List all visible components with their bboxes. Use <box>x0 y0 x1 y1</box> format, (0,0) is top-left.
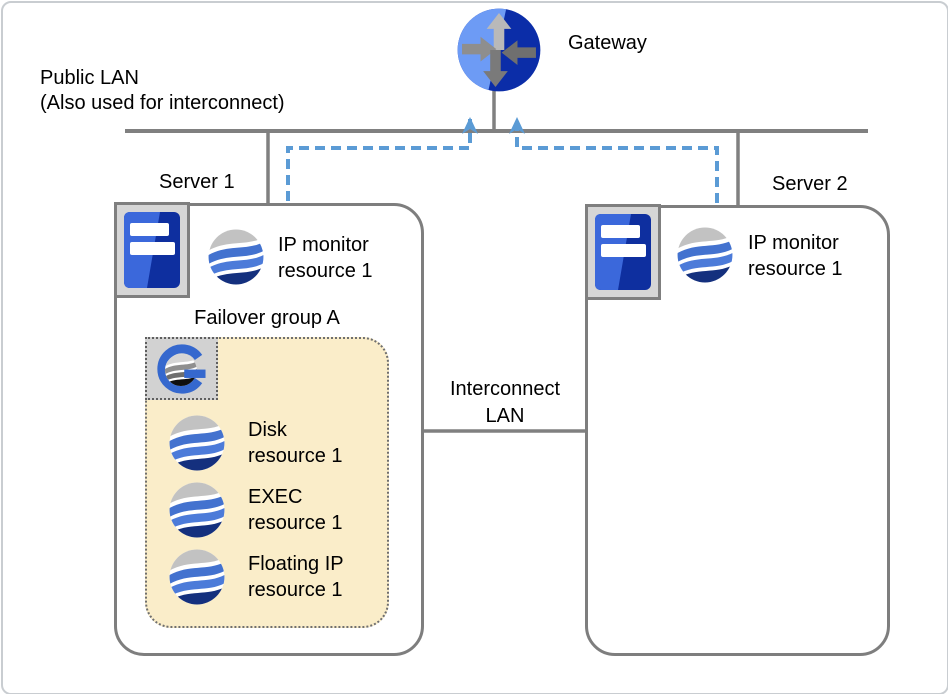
resource-label-line2: resource 1 <box>248 512 343 534</box>
resource-label-line2: resource 1 <box>748 258 843 280</box>
resource-label-line2: resource 1 <box>248 579 343 601</box>
server2-ip-monitor-label: IP monitor resource 1 <box>748 230 843 282</box>
resource-label-line1: Disk <box>248 419 287 441</box>
resource-label-line2: resource 1 <box>248 445 343 467</box>
interconnect-lan-label-line1: Interconnect <box>449 378 561 400</box>
server2-ip-monitor-icon <box>677 227 733 283</box>
failover-group-label: Failover group A <box>194 307 340 329</box>
server1-ip-monitor-label: IP monitor resource 1 <box>278 232 373 284</box>
gateway-label: Gateway <box>568 32 647 54</box>
cluster-group-g-icon <box>154 341 210 397</box>
exec-resource-icon <box>169 482 225 538</box>
public-lan-label-line2: (Also used for interconnect) <box>40 92 285 114</box>
resource-label-line1: EXEC <box>248 486 303 508</box>
floating-ip-resource-icon <box>169 549 225 605</box>
server1-monitor-dashed-arrow <box>286 117 478 201</box>
interconnect-lan-label-line2: LAN <box>485 405 525 427</box>
floating-ip-resource-label: Floating IP resource 1 <box>248 551 344 603</box>
failover-group-icon-box <box>145 337 218 400</box>
disk-resource-label: Disk resource 1 <box>248 417 343 469</box>
resource-label-line1: IP monitor <box>748 232 839 254</box>
server2-server-icon <box>585 204 661 300</box>
disk-resource-icon <box>169 415 225 471</box>
router-icon <box>455 6 543 94</box>
server1-server-icon <box>114 202 190 298</box>
public-lan-label-line1: Public LAN <box>40 67 139 89</box>
resource-label-line2: resource 1 <box>278 260 373 282</box>
resource-label-line1: Floating IP <box>248 553 344 575</box>
resource-label-line1: IP monitor <box>278 234 369 256</box>
server1-label: Server 1 <box>159 171 235 193</box>
public-lan-label: Public LAN (Also used for interconnect) <box>40 66 285 116</box>
server2-label: Server 2 <box>772 173 848 195</box>
server1-ip-monitor-icon <box>208 229 264 285</box>
interconnect-lan-label: Interconnect LAN <box>424 376 586 430</box>
exec-resource-label: EXEC resource 1 <box>248 484 343 536</box>
